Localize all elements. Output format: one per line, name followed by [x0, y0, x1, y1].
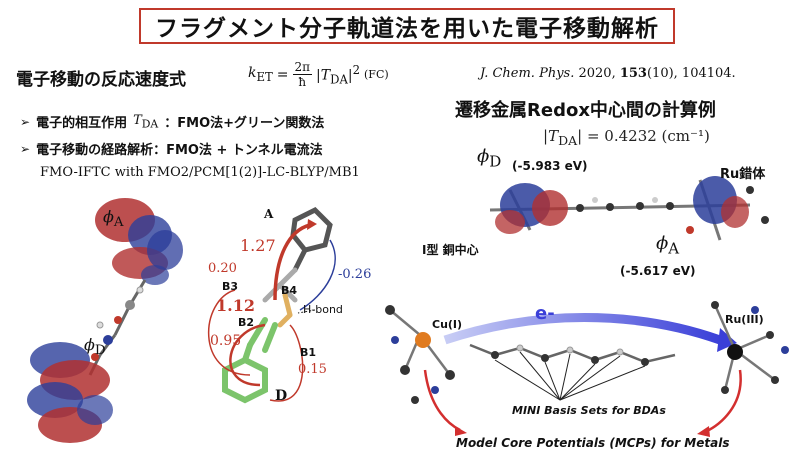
fragment-d — [222, 317, 278, 404]
phi-d-energy: (-5.983 eV) — [512, 159, 588, 173]
cu-center-label: I型 銅中心 — [422, 243, 479, 257]
title-box: フラグメント分子軌道法を用いた電子移動解析 — [139, 8, 675, 44]
orbital-figure — [27, 198, 183, 443]
cu-label: Cu(I) — [432, 318, 463, 331]
label-b1: B1 — [300, 346, 317, 359]
bda-pointers — [494, 351, 646, 401]
formula-coupling: |TDA|2 — [316, 62, 361, 87]
coupling-026: -0.26 — [338, 267, 372, 282]
tda-value: |TDA| = 0.4232 (cm⁻¹) — [543, 127, 710, 148]
ru-atom — [727, 344, 743, 360]
phi-a-complex-label: ϕA — [656, 233, 680, 258]
citation: J. Chem. Phys. 2020, 153(10), 104104. — [480, 66, 736, 81]
coupling-015: 0.15 — [298, 362, 327, 377]
ru-label: Ru(III) — [725, 313, 764, 326]
bullet-pathway: ➢ 電子移動の経路解析：FMO法 + トンネル電流法 — [20, 141, 323, 159]
complex-orbital-figure — [489, 176, 769, 241]
fragment-b4 — [277, 292, 293, 328]
electron-arrow — [443, 313, 722, 345]
hbond-label: H-bond — [303, 303, 343, 316]
bullet-arrow-icon: ➢ — [20, 114, 31, 129]
coupling-127: 1.27 — [240, 236, 276, 255]
method-line: FMO-IFTC with FMO2/PCM[1(2)]-LC-BLYP/MB1 — [40, 165, 360, 180]
fragment-d-label: D — [275, 388, 288, 404]
coupling-020: 0.20 — [208, 261, 237, 276]
right-heading: 遷移金属Redox中心間の計算例 — [455, 100, 716, 121]
fragment-a-label: A — [264, 207, 274, 221]
phi-a-label: ϕA — [103, 207, 124, 231]
phi-d-complex-label: ϕD — [477, 146, 502, 171]
phi-d-lobes — [27, 342, 113, 443]
formula-equals: = — [276, 66, 289, 83]
mcp-arrow-left — [423, 369, 461, 432]
label-b4: B4 — [281, 284, 298, 297]
formula-fc: (FC) — [364, 68, 389, 81]
coupling-095: 0.95 — [210, 333, 242, 349]
left-heading: 電子移動の反応速度式 — [16, 70, 186, 90]
fragment-bridge — [262, 267, 298, 303]
phi-a-energy: (-5.617 eV) — [620, 264, 696, 278]
phi-d-label: ϕD — [84, 335, 106, 359]
pathway-arrows — [207, 219, 336, 402]
mcp-note: Model Core Potentials (MCPs) for Metals — [456, 436, 730, 450]
page-title: フラグメント分子軌道法を用いた電子移動解析 — [155, 16, 659, 42]
coupling-112: 1.12 — [216, 296, 255, 315]
mcp-arrow-right — [704, 369, 742, 434]
fragment-a — [290, 206, 333, 273]
bullet-arrow-icon: ➢ — [20, 141, 31, 156]
pathway-figure — [207, 206, 336, 404]
formula-lhs: kET — [248, 65, 273, 84]
ru-complex-label: Ru錯体 — [720, 167, 766, 182]
phi-a-lobes — [95, 198, 183, 285]
label-b3: B3 — [222, 280, 239, 293]
cu-atom — [415, 332, 431, 348]
bda-note: MINI Basis Sets for BDAs — [512, 404, 666, 417]
electron-label: e- — [535, 303, 555, 324]
electron-transfer-figure — [385, 301, 789, 437]
label-b2: B2 — [238, 316, 255, 329]
